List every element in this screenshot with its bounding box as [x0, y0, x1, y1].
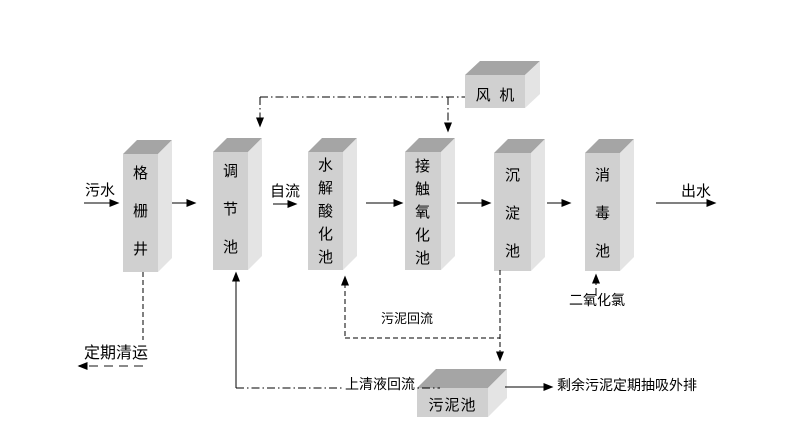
fan-box	[465, 61, 540, 108]
contact-oxidation-tank-label: 接触氧化池	[414, 157, 430, 267]
label-supernatant-return: 上清液回流	[344, 377, 416, 394]
grid-well-box	[123, 140, 172, 272]
hydrolysis-tank-box	[308, 138, 357, 270]
hydrolysis-tank-label: 水解酸化池	[317, 156, 333, 266]
fan-label: 风 机	[475, 86, 515, 104]
label-periodic-removal: 定期清运	[84, 343, 149, 362]
disinfection-tank-label: 消毒池	[594, 166, 610, 260]
regulating-tank-label: 调节池	[222, 162, 238, 256]
sludge-tank-label: 污泥池	[428, 396, 477, 414]
label-chlorine-dioxide: 二氧化氯	[569, 293, 625, 309]
regulating-tank-box	[213, 138, 262, 270]
label-outflow: 出水	[681, 182, 712, 200]
label-sludge-return: 污泥回流	[381, 312, 434, 327]
grid-well-label: 格栅井	[132, 164, 148, 258]
sedimentation-tank-box	[494, 139, 545, 271]
contact-oxidation-tank-box	[405, 138, 455, 270]
label-inflow: 污水	[85, 181, 116, 199]
sedimentation-tank-label: 沉淀池	[504, 166, 520, 260]
label-excess-sludge: 剩余污泥定期抽吸外排	[557, 378, 697, 394]
sludge-tank-box	[417, 369, 507, 417]
disinfection-tank-box	[585, 139, 634, 271]
label-gravity-flow: 自流	[270, 182, 301, 200]
